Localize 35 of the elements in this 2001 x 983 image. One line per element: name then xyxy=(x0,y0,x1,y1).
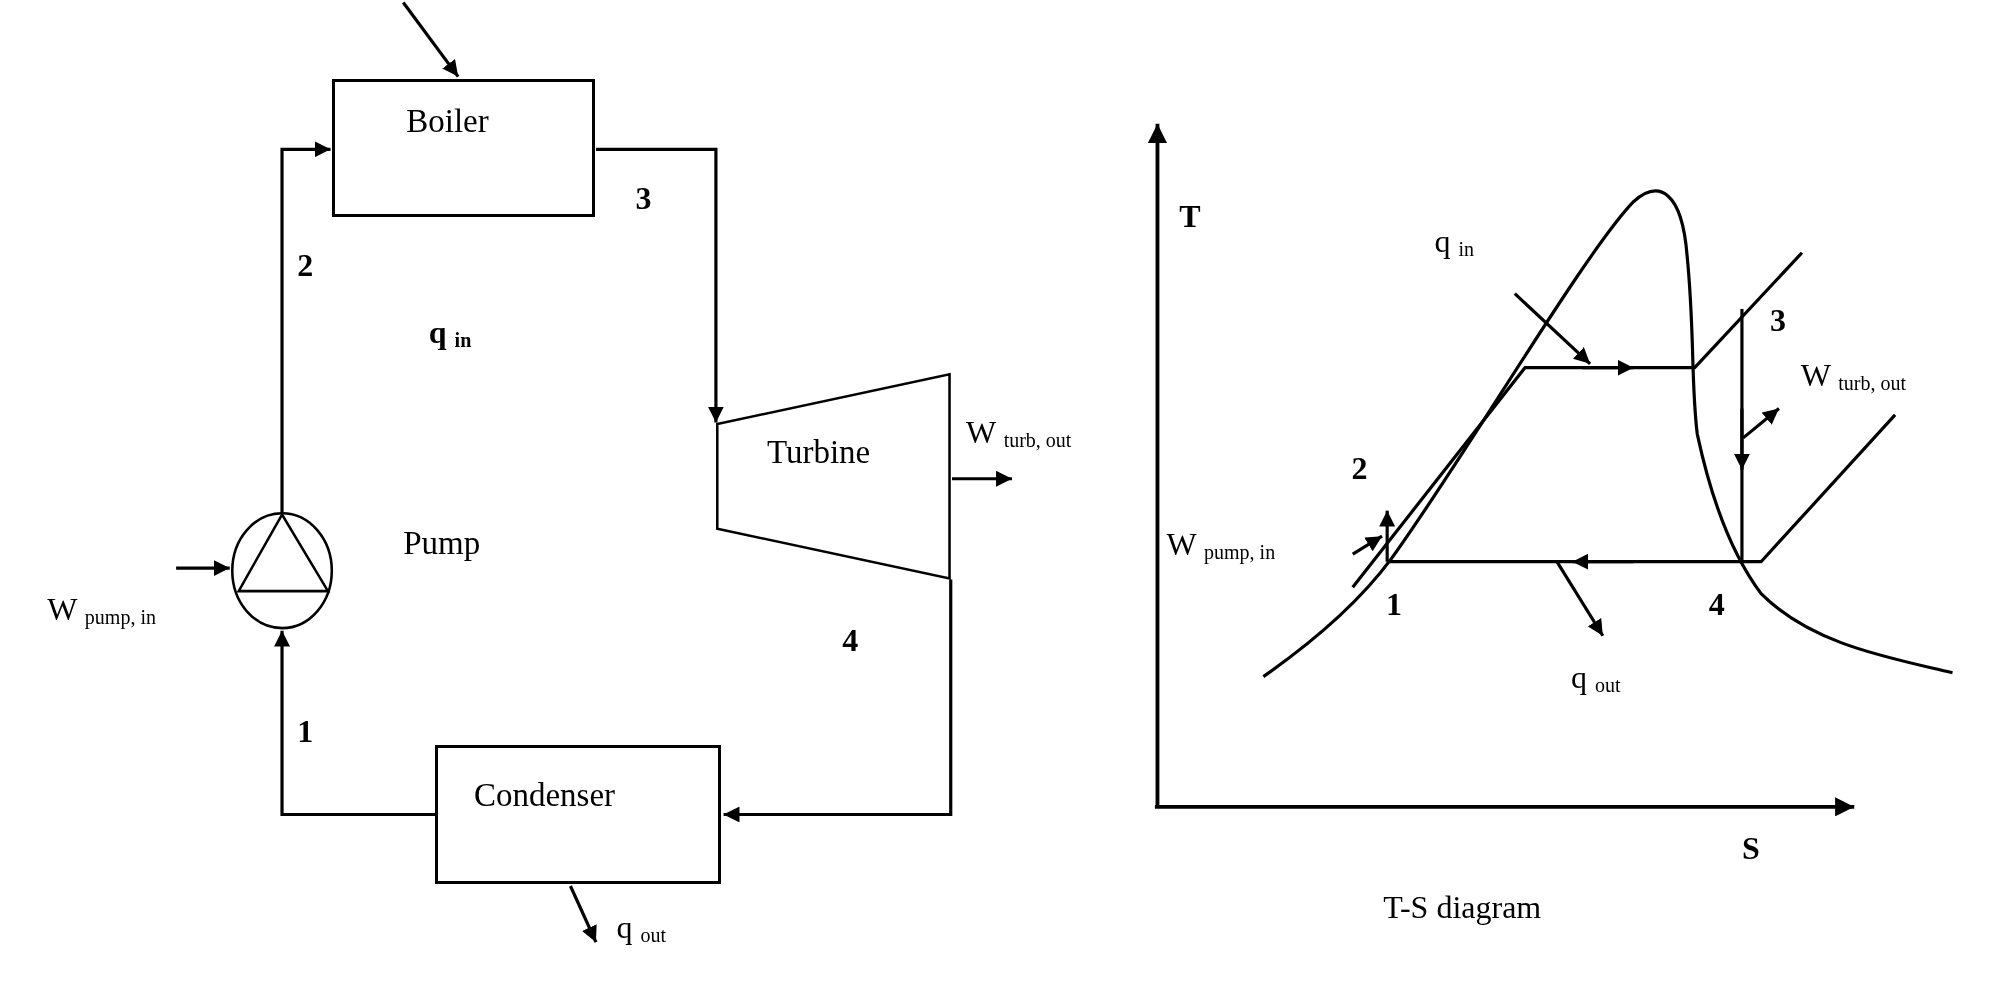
turbine-symbol xyxy=(715,372,951,580)
node-label: Condenser xyxy=(473,778,615,812)
state-number: 1 xyxy=(297,714,314,747)
arrow xyxy=(595,147,724,423)
heat-label: q $_{out}$ xyxy=(616,911,666,946)
work-label: W $_{turb, out}$ xyxy=(966,416,1072,450)
node-label: Turbine xyxy=(766,436,871,470)
node-label: Boiler xyxy=(406,105,489,139)
state-number: 3 xyxy=(1770,303,1786,336)
process-box xyxy=(331,79,595,217)
heat-label: q $_{in}$ xyxy=(428,316,472,351)
diagram-caption: T-S diagram xyxy=(1383,890,1542,923)
arrow xyxy=(952,470,1012,487)
axis-label: T xyxy=(1179,200,1201,233)
arrow xyxy=(401,1,460,78)
process-box xyxy=(435,745,721,885)
state-number: 1 xyxy=(1385,588,1402,621)
state-number: 4 xyxy=(1708,588,1725,621)
work-label: W $_{pump, in}$ xyxy=(1166,528,1276,563)
arrow xyxy=(723,579,953,823)
arrow xyxy=(176,560,230,577)
heat-label: q $_{out}$ xyxy=(1570,661,1621,696)
pump-symbol xyxy=(230,511,334,630)
node-caption: Pump xyxy=(403,527,481,561)
state-number: 4 xyxy=(842,624,859,657)
state-number: 2 xyxy=(1351,451,1368,484)
heat-label: q $_{in}$ xyxy=(1434,224,1474,259)
arrow xyxy=(274,630,436,817)
arrow xyxy=(280,141,331,514)
state-number: 3 xyxy=(635,182,652,215)
state-number: 2 xyxy=(297,248,314,281)
work-label: W $_{turb, out}$ xyxy=(1800,358,1907,393)
arrow xyxy=(569,885,598,943)
axis-label: S xyxy=(1741,832,1760,865)
work-label: W $_{pump, in}$ xyxy=(47,593,156,628)
